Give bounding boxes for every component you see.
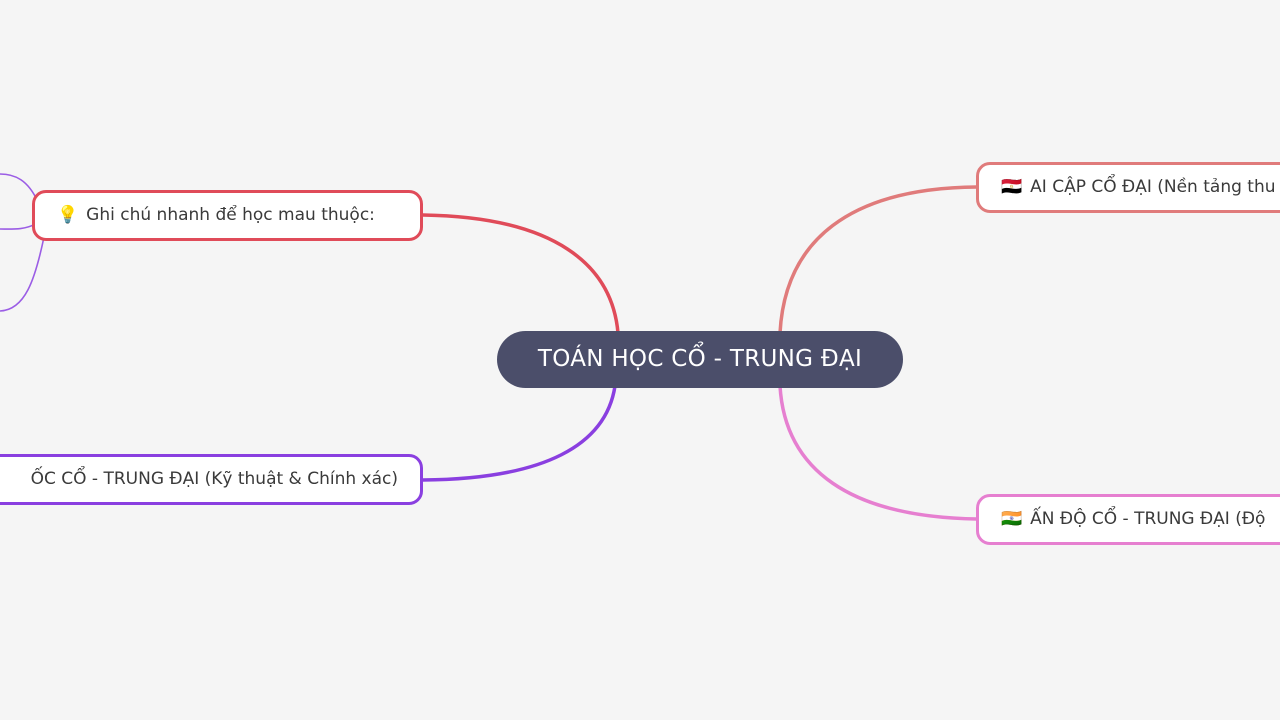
- connector-ghichu: [421, 213, 620, 335]
- branch-label-ghichu: Ghi chú nhanh để học mau thuộc:: [86, 205, 375, 225]
- root-label: TOÁN HỌC CỔ - TRUNG ĐẠI: [537, 346, 863, 372]
- branch-node-aicap[interactable]: 🇪🇬 AI CẬP CỔ ĐẠI (Nền tảng thu: [976, 162, 1280, 213]
- branch-node-ando[interactable]: 🇮🇳 ẤN ĐỘ CỔ - TRUNG ĐẠI (Độ: [976, 494, 1280, 545]
- connector-ando: [778, 384, 979, 521]
- branch-label-ando: ẤN ĐỘ CỔ - TRUNG ĐẠI (Độ: [1030, 509, 1266, 529]
- branch-node-trungquoc[interactable]: ỐC CỔ - TRUNG ĐẠI (Kỹ thuật & Chính xác): [0, 454, 423, 505]
- branch-label-trungquoc: ỐC CỔ - TRUNG ĐẠI (Kỹ thuật & Chính xác): [30, 469, 398, 489]
- lightbulb-icon: 💡: [57, 205, 79, 225]
- egypt-flag-icon: 🇪🇬: [1001, 177, 1023, 197]
- connector-aicap: [778, 185, 979, 335]
- connector-ghichu-sub-3: [0, 236, 45, 312]
- india-flag-icon: 🇮🇳: [1001, 509, 1023, 529]
- branch-label-aicap: AI CẬP CỔ ĐẠI (Nền tảng thu: [1030, 177, 1276, 197]
- connector-trungquoc: [421, 384, 617, 482]
- connector-ghichu-sub-2: [0, 223, 36, 230]
- branch-node-ghichu[interactable]: 💡 Ghi chú nhanh để học mau thuộc:: [32, 190, 423, 241]
- root-node[interactable]: TOÁN HỌC CỔ - TRUNG ĐẠI: [497, 331, 903, 388]
